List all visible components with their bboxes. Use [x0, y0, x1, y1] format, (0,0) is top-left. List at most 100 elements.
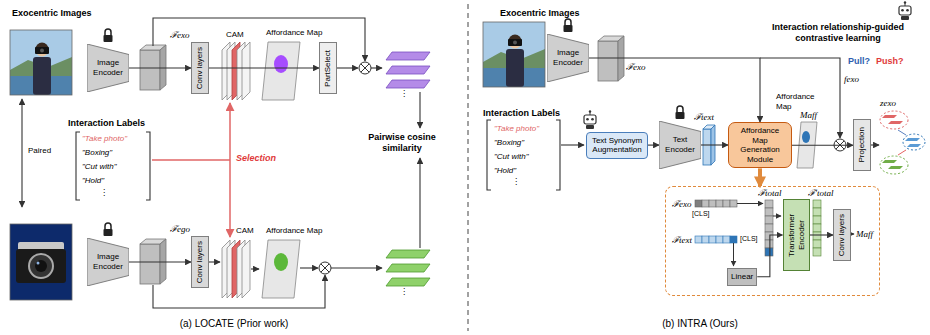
flow-arrow: [146, 132, 150, 200]
flow-arrow: [561, 144, 584, 145]
module-internals: [737, 203, 763, 204]
panel-caption: (b) INTRA (Ours): [600, 318, 800, 331]
interaction-label: "Take photo": [82, 134, 127, 144]
cam-stack: [222, 42, 250, 100]
lock-icon: [104, 223, 113, 236]
feature-label: ℱtext: [694, 112, 714, 123]
push-label: Push?: [876, 56, 904, 67]
module-internals: [716, 236, 723, 243]
interaction-label: "Hold": [82, 176, 104, 186]
node-text: Affordance Map Generation Module: [732, 126, 788, 164]
affordance-map: [262, 42, 300, 100]
module-detail-box: ℱexo[CLS]ℱtext[CLS]ℱtotalℱ'totalMaffLine…: [665, 186, 880, 296]
module-internals: [765, 248, 773, 256]
module-internals: [765, 200, 773, 208]
feature-label: ℱexo: [626, 62, 646, 73]
symbol-label: ℱtotal: [758, 188, 782, 199]
encoder-trapezoid: Image Encoder: [87, 238, 129, 286]
interaction-label: "Boxing": [82, 148, 112, 158]
lock-icon: [676, 106, 685, 119]
node-text: Conv layers: [195, 241, 205, 283]
transformer-box: Transformer Encoder: [783, 199, 810, 271]
module-internals: [723, 236, 730, 243]
interaction-label: "Cut with": [494, 152, 529, 162]
multiply-symbol: [359, 62, 371, 74]
connector-arrow: [757, 235, 782, 277]
embedding-clusters: [888, 166, 903, 169]
connector-arrow: [589, 58, 760, 122]
node-text: Image Encoder: [550, 48, 586, 67]
node-text: Image Encoder: [90, 58, 126, 77]
module-internals: [813, 240, 821, 248]
robot-icon: [584, 110, 596, 129]
module-internals: [813, 248, 821, 256]
embedding-symbol: zexo: [880, 98, 896, 109]
flow-arrow: [331, 267, 382, 268]
flow-arrow: [337, 67, 358, 68]
symbol-label: [CLS]: [692, 210, 710, 218]
cam-stack: [222, 240, 250, 298]
selection-arrow: [152, 159, 230, 161]
egocentric-photo: [10, 224, 72, 300]
symbol-label: ℱ'total: [808, 188, 833, 199]
flow-arrow: [487, 58, 879, 190]
connector-arrow: [648, 145, 659, 146]
selection-arrow: [229, 103, 231, 160]
multiply-symbol: [319, 262, 331, 274]
egocentric-photo: [10, 224, 72, 300]
module-internals: [813, 200, 821, 208]
zoom-arrow: [758, 168, 762, 186]
module-internals: [702, 200, 709, 207]
loss-label: Pairwise cosine similarity: [357, 132, 447, 155]
flow-arrow: [871, 144, 879, 145]
panel-divider: [468, 4, 469, 331]
ellipsis: ⋮: [400, 287, 408, 297]
module-box: Affordance Map Generation Module: [728, 122, 792, 168]
symbol-label: ℱtext: [672, 235, 692, 246]
selection-arrow: [229, 160, 231, 237]
map-label: Affordance Map: [266, 226, 322, 236]
embedding-clusters: [880, 111, 925, 174]
connector-arrow: [810, 234, 833, 235]
module-internals: [695, 200, 854, 266]
module-internals: [733, 243, 734, 266]
list-heading: Interaction Labels: [68, 118, 145, 129]
affordance-region: [274, 55, 288, 73]
flow-arrow: [21, 99, 22, 207]
affordance-region: [274, 253, 288, 271]
ellipsis: ⋮: [100, 188, 108, 198]
map-label: Affordance Map: [776, 92, 820, 112]
module-internals: [765, 240, 773, 248]
interaction-label: "Boxing": [494, 138, 524, 148]
embedding-bars: [386, 52, 430, 88]
module-internals: [813, 224, 821, 232]
connector-arrow: [129, 67, 191, 68]
flow-arrow: [419, 92, 420, 128]
lock-icon: [104, 29, 113, 42]
flow-arrow: [153, 275, 325, 308]
module-internals: [813, 232, 821, 240]
encoder-trapezoid: Image Encoder: [547, 34, 589, 82]
flow-arrow: [209, 261, 220, 262]
module-internals: [695, 200, 737, 207]
list-heading: Interaction Labels: [483, 108, 560, 119]
map-label: CAM: [236, 226, 254, 236]
egocentric-photo: [35, 260, 47, 272]
feature-symbol: fexo: [844, 74, 859, 85]
lock-icon: [564, 19, 573, 32]
flow-arrow: [76, 132, 80, 200]
affordance-map: [262, 240, 300, 298]
projection-box: Projection: [853, 119, 871, 171]
panel-heading: Exocentric Images: [500, 8, 580, 19]
egocentric-photo: [10, 224, 72, 300]
encoder-shape: [87, 238, 129, 286]
module-internals: [813, 200, 821, 256]
embedding-clusters: [888, 121, 903, 124]
module-internals: [773, 216, 781, 217]
embedding-clusters: [882, 160, 897, 163]
flow-arrow: [556, 120, 560, 190]
embedding-clusters: [898, 150, 906, 155]
exocentric-photo: [10, 30, 72, 95]
module-internals: [765, 224, 773, 232]
